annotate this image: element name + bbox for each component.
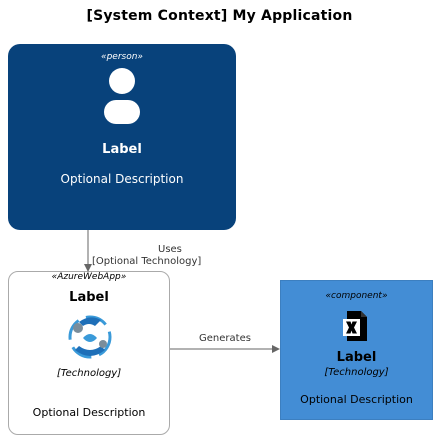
person-stereotype: «person» (101, 52, 143, 62)
container-description: Optional Description (32, 406, 146, 419)
container-technology: [Technology] (56, 368, 122, 379)
person-description: Optional Description (60, 172, 184, 186)
generates-label: Generates (199, 333, 251, 344)
diagram-title: [System Context] My Application (86, 8, 353, 24)
uses-technology: [Optional Technology] (92, 256, 202, 267)
generates-arrow-head (272, 345, 280, 353)
person-box[interactable]: «person» Label Optional Description (8, 44, 236, 230)
component-label: Label (336, 350, 377, 365)
person-label: Label (102, 142, 142, 157)
container-stereotype: «AzureWebApp» (51, 272, 127, 282)
component-technology: [Technology] (324, 367, 389, 378)
person-icon (104, 68, 140, 124)
component-stereotype: «component» (325, 291, 388, 301)
excel-icon (343, 311, 367, 341)
uses-label: Uses (158, 244, 182, 255)
component-description: Optional Description (300, 393, 413, 406)
azure-web-app-icon (68, 315, 112, 359)
component-box[interactable]: «component» Label [Technology] Optional … (280, 280, 433, 420)
container-label: Label (69, 290, 109, 305)
container-box[interactable]: «AzureWebApp» Label [Technology] Optiona… (8, 271, 170, 435)
uses-relationship-label: Uses [Optional Technology] (92, 244, 236, 268)
